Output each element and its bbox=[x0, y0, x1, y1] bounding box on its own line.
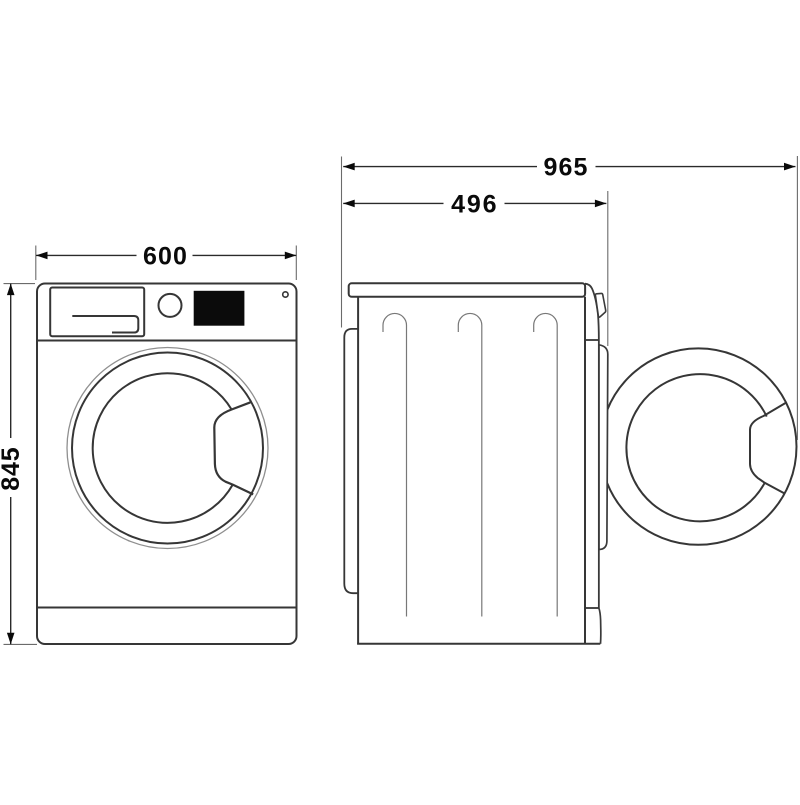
svg-text:600: 600 bbox=[143, 242, 189, 270]
svg-text:496: 496 bbox=[451, 190, 498, 218]
svg-text:845: 845 bbox=[0, 446, 25, 491]
svg-text:965: 965 bbox=[544, 154, 590, 182]
